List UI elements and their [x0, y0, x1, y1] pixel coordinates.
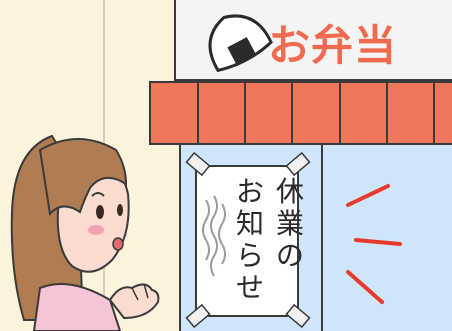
- onigiri-icon: [208, 14, 273, 73]
- notice-char: の: [275, 239, 304, 272]
- notice-char: ら: [235, 239, 264, 272]
- shock-lines: [346, 184, 402, 304]
- notice-char: 休: [275, 175, 304, 208]
- notice-paper: [185, 151, 311, 329]
- notice-char: 業: [275, 207, 304, 240]
- notice-column-left: お知らせ: [228, 176, 272, 304]
- notice-column-right: 休業の: [268, 176, 312, 272]
- shop-sign-text: お弁当: [268, 20, 398, 70]
- girl-character: [10, 134, 160, 331]
- notice-char: せ: [235, 271, 264, 304]
- notice-char: お: [235, 175, 264, 208]
- notice-char: 知: [235, 207, 264, 240]
- awning: [149, 81, 452, 145]
